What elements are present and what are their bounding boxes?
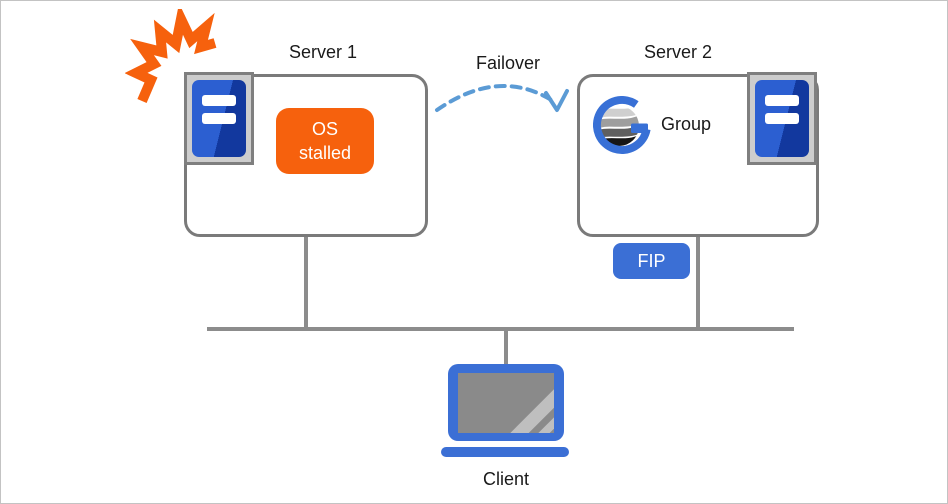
os-stalled-badge: OS stalled [276,108,374,174]
client-network-line [504,331,508,365]
laptop-base [441,447,569,457]
server-tower-icon [747,72,817,165]
group-label: Group [661,114,712,134]
client-label: Client [482,469,530,489]
server-tower-slot [202,113,236,124]
server-tower-slot [765,113,799,124]
server2-title: Server 2 [643,42,713,62]
os-stalled-line1: OS [311,119,338,139]
server1-network-line [304,237,308,329]
cluster-group-logo-icon [593,96,651,154]
server-tower-slot [765,95,799,106]
laptop-icon [448,364,564,441]
dashed-curved-arrow-icon [435,84,569,112]
server2-network-line [696,237,700,329]
os-stalled-line2: stalled [298,143,352,163]
server-tower-body [192,80,246,157]
server-tower-slot [202,95,236,106]
network-bus-line [207,327,794,331]
server-tower-body [755,80,809,157]
server-tower-icon [184,72,254,165]
fip-label: FIP [637,250,666,271]
laptop-screen [458,373,554,433]
server1-title: Server 1 [288,42,358,62]
crash-burst-icon [125,9,217,103]
fip-badge: FIP [613,243,690,279]
failover-label: Failover [475,53,541,73]
